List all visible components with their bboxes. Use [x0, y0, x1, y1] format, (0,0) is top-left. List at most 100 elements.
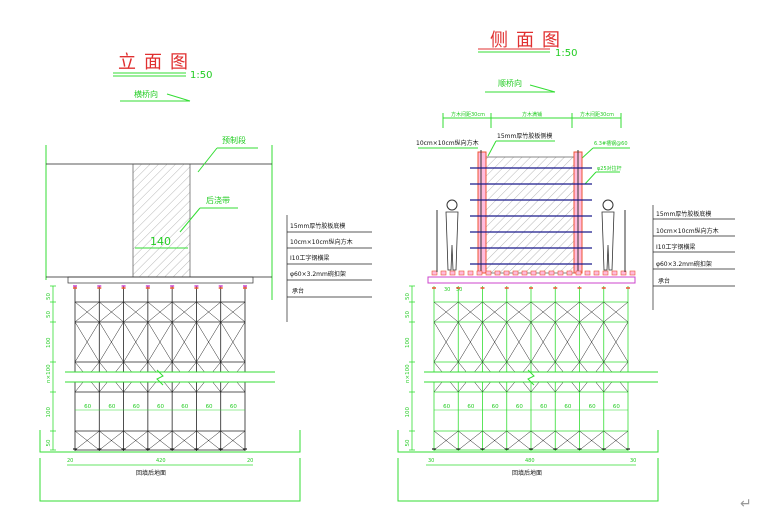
leader — [584, 171, 597, 185]
vertical-dim: 50 — [405, 293, 411, 300]
label-formwork: 15mm厚竹胶板侧模 — [497, 132, 552, 140]
post-pour-width: 140 — [150, 235, 171, 248]
cross-brace — [171, 321, 197, 363]
side-legend: 15mm厚竹胶板底模 10cm×10cm纵向方木 I10工字钢横梁 φ60×3.… — [652, 205, 735, 310]
break-symbol — [156, 369, 164, 386]
elevation-scale: 1:50 — [190, 70, 212, 81]
bay-dim: 60 — [84, 404, 91, 410]
post-pour-strip — [132, 163, 191, 278]
bottom-timber — [548, 270, 555, 276]
vertical-dim: 50 — [405, 439, 411, 446]
vertical-dim: 100 — [405, 337, 411, 348]
bottom-dim: 30 — [630, 458, 636, 464]
cross-brace — [74, 301, 100, 323]
ground-line — [397, 430, 659, 453]
legend-item: 15mm厚竹胶板底模 — [290, 222, 345, 230]
cross-brace — [171, 301, 197, 323]
legend-item: I10工字钢横梁 — [290, 254, 329, 262]
cross-brace — [506, 321, 532, 363]
label-timber: 10cm×10cm纵向方木 — [416, 139, 479, 147]
bay-dim: 60 — [157, 404, 164, 410]
bottom-timber — [602, 270, 609, 276]
cross-brace — [482, 430, 507, 451]
top-dim: 方木满铺 — [522, 111, 542, 118]
bottom-timber — [593, 270, 600, 276]
bay-dim: 60 — [181, 404, 188, 410]
cross-brace — [603, 321, 629, 363]
cross-brace — [482, 301, 507, 323]
vertical-dim: 50 — [46, 439, 52, 446]
bottom-timber — [485, 270, 492, 276]
leader — [487, 140, 497, 157]
bay-dim: 60 — [564, 404, 571, 410]
label-tie-rod: φ25对拉杆 — [597, 165, 622, 172]
bay-dim: 60 — [492, 404, 499, 410]
cross-brace — [99, 321, 124, 363]
cross-brace — [555, 430, 580, 451]
legend-item: 10cm×10cm纵向方木 — [290, 238, 353, 246]
bottom-timber — [503, 270, 510, 276]
cross-brace — [433, 321, 459, 363]
bay-dim: 60 — [230, 404, 237, 410]
direction-arrow — [529, 84, 556, 93]
bay-dim: 60 — [516, 404, 523, 410]
cross-brace — [123, 301, 149, 323]
cross-brace — [555, 321, 580, 363]
label-post-pour: 后浇带 — [206, 195, 230, 205]
legend-item: 承台 — [292, 287, 304, 295]
bottom-timber — [521, 270, 528, 276]
vertical-dim: 50 — [46, 311, 52, 318]
legend-item: 15mm厚竹胶板底模 — [656, 210, 711, 218]
bottom-timber — [539, 270, 546, 276]
bay-dim: 60 — [206, 404, 213, 410]
vertical-dim: 100 — [46, 407, 52, 418]
cross-brace — [123, 321, 149, 363]
cross-brace — [506, 430, 532, 451]
direction-arrow — [166, 93, 191, 102]
bottom-timber — [458, 270, 465, 276]
cross-brace — [579, 301, 604, 323]
bay-dim: 60 — [443, 404, 450, 410]
break-band — [424, 372, 658, 382]
cross-brace — [579, 430, 604, 451]
cross-brace — [433, 430, 459, 451]
bottom-timber — [494, 270, 501, 276]
i-beam — [427, 276, 636, 284]
cross-brace — [530, 430, 556, 451]
top-dim: 方木间距30cm — [451, 111, 485, 118]
cross-brace — [458, 301, 483, 323]
bottom-dim: 20 — [67, 458, 73, 464]
bottom-timber — [476, 270, 483, 276]
cross-brace — [433, 301, 459, 323]
vertical-dim: 100 — [46, 337, 52, 348]
foundation-outline — [39, 458, 301, 502]
break-symbol — [527, 369, 535, 386]
bottom-timber — [557, 270, 564, 276]
break-band — [65, 372, 275, 382]
legend-item: 承台 — [658, 277, 670, 285]
cross-brace — [458, 430, 483, 451]
vertical-dim: n×100 — [405, 364, 411, 383]
foundation-outline — [397, 458, 659, 502]
bottom-timber — [620, 270, 627, 276]
label-channel: 6.3#槽钢@60 — [594, 140, 628, 147]
bay-dim: 60 — [133, 404, 140, 410]
vertical-dim: n×100 — [46, 364, 52, 383]
bottom-dim: 420 — [156, 458, 166, 464]
bottom-timber — [566, 270, 573, 276]
cross-brace — [196, 430, 221, 451]
cross-brace — [530, 321, 556, 363]
vertical-timber — [477, 151, 487, 274]
small-dim: 30 — [444, 287, 450, 293]
cross-brace — [99, 430, 124, 451]
bottom-timber — [467, 270, 474, 276]
bottom-dim: 20 — [247, 458, 253, 464]
legend-item: 10cm×10cm纵向方木 — [656, 227, 719, 235]
bay-dim: 60 — [589, 404, 596, 410]
worker-figure — [602, 199, 614, 211]
cross-brace — [196, 301, 221, 323]
side-direction: 顺桥向 — [498, 78, 522, 88]
elevation-legend: 15mm厚竹胶板底模 10cm×10cm纵向方木 I10工字钢横梁 φ60×3.… — [286, 215, 372, 322]
